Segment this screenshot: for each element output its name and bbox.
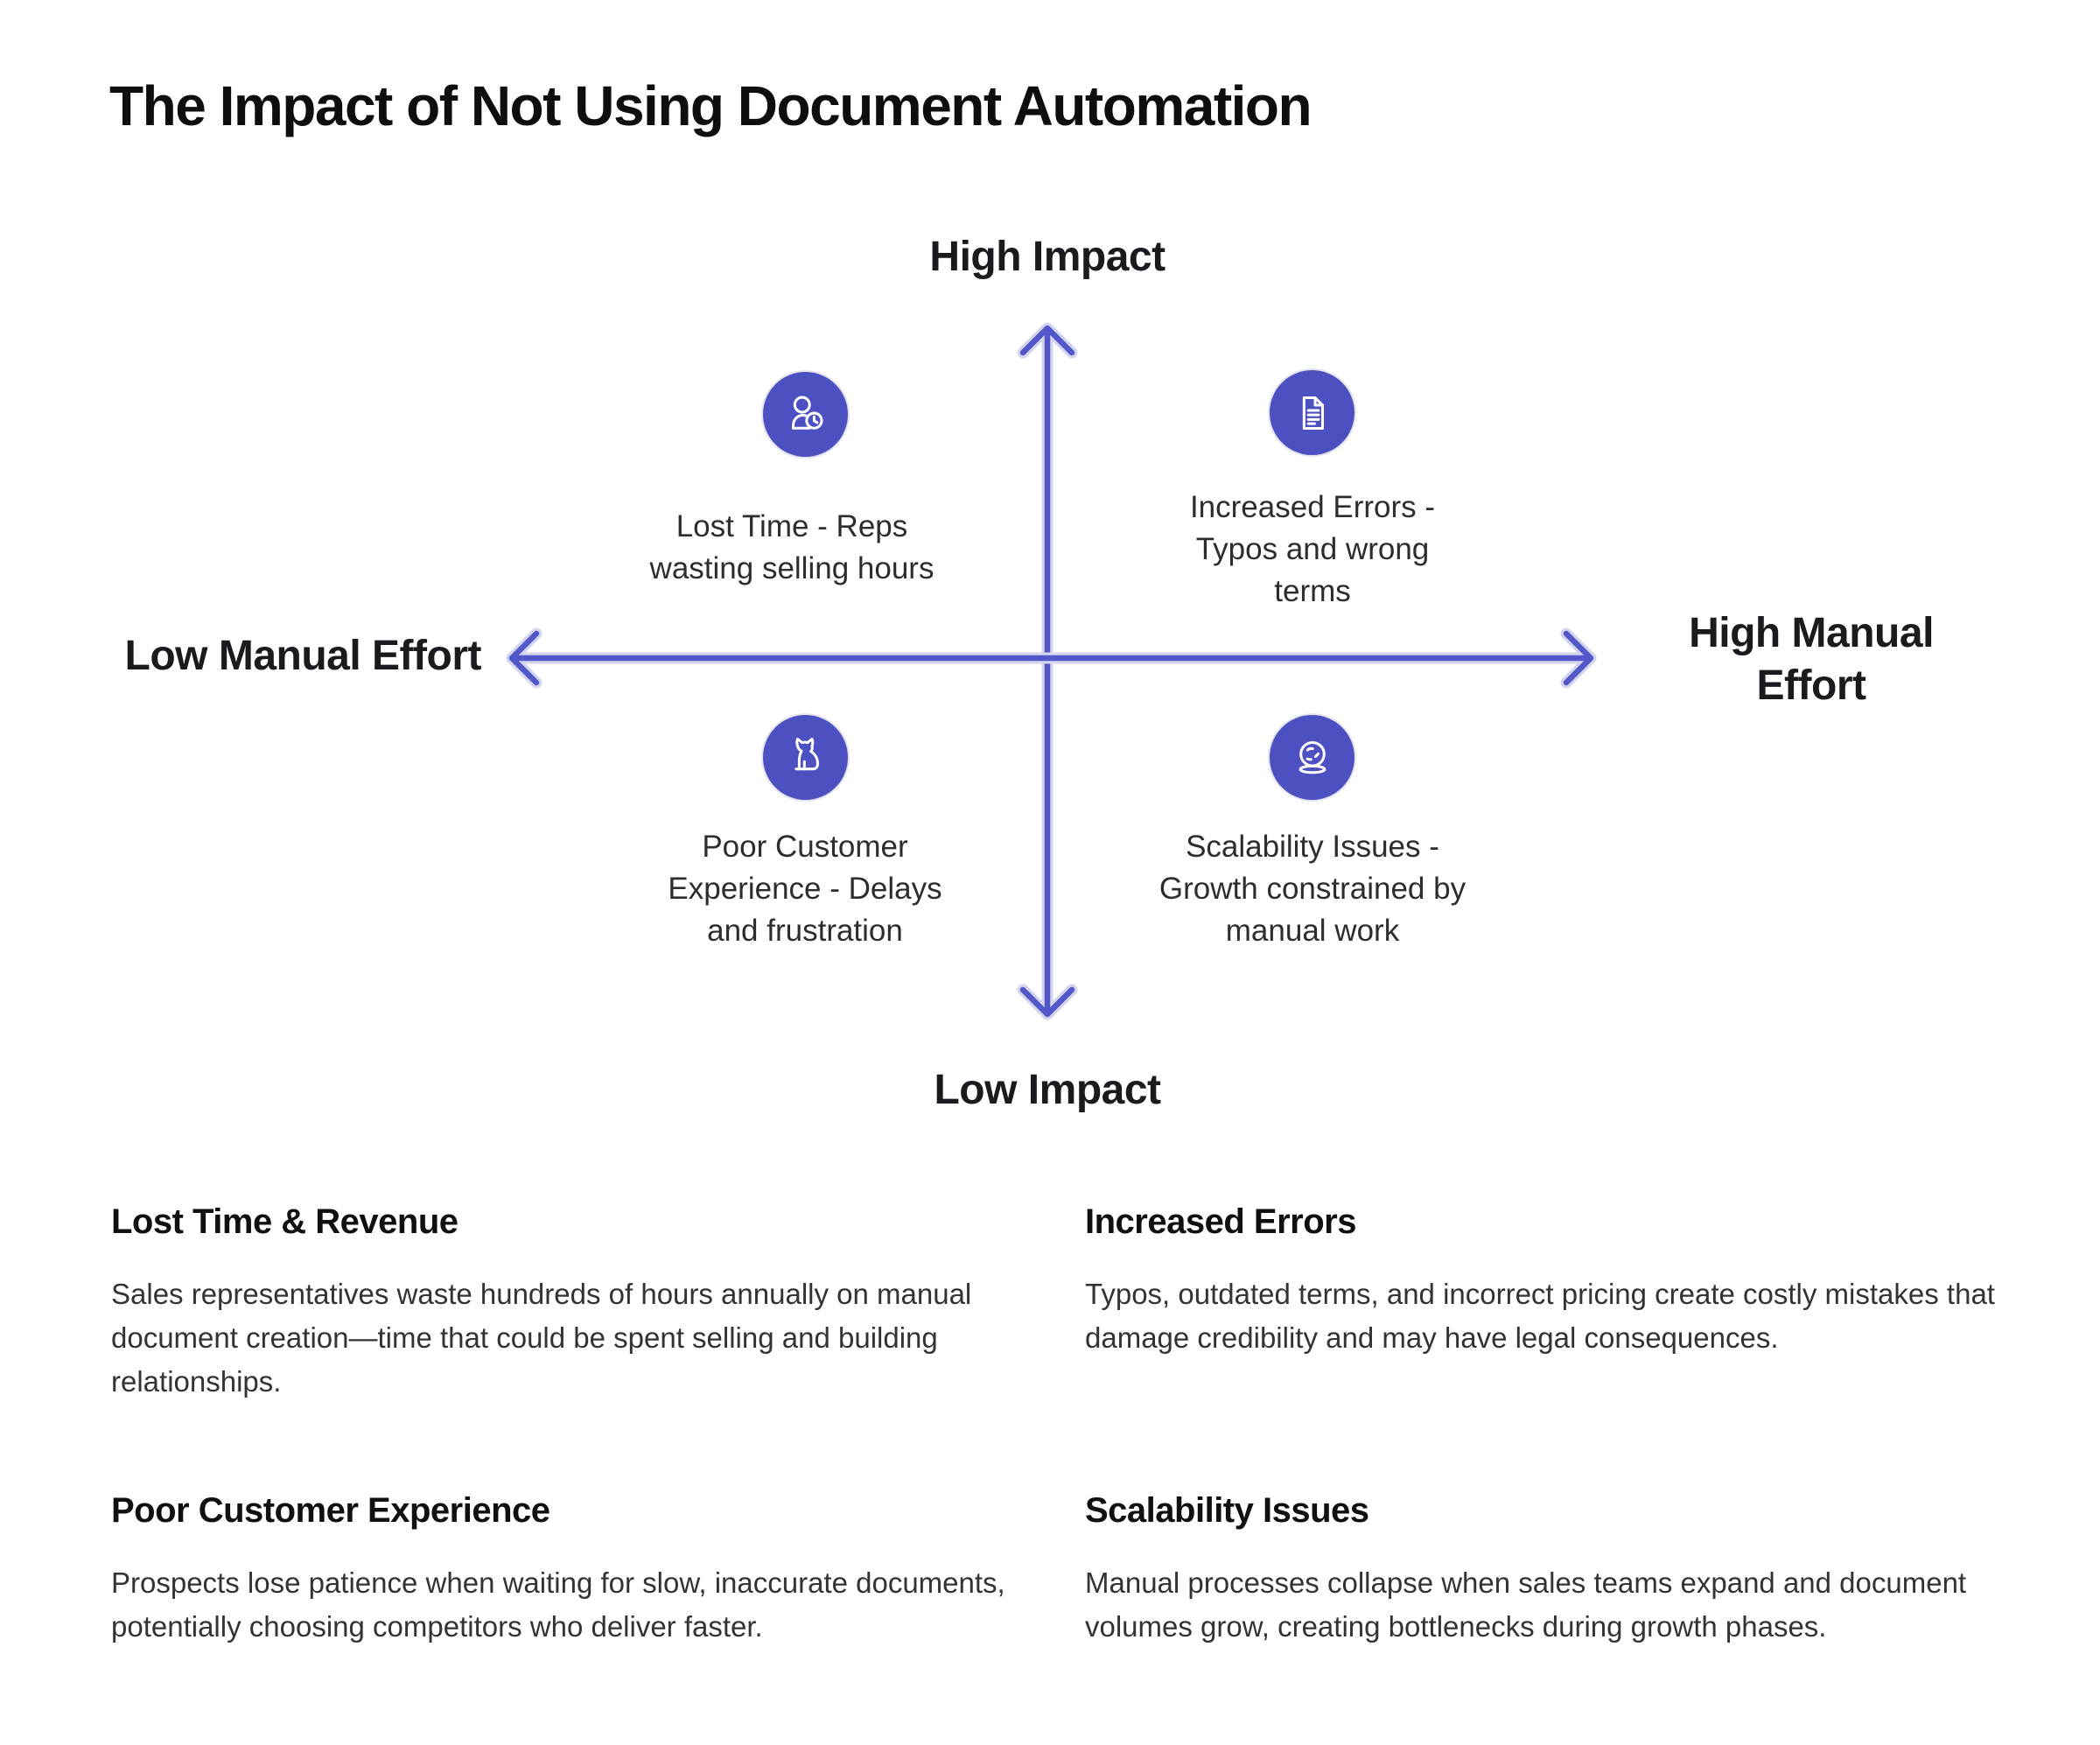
scalability-issues-icon-circle bbox=[1270, 715, 1354, 800]
person-clock-icon bbox=[791, 396, 823, 430]
quadrant-label-lost-time: Lost Time - Reps wasting selling hours bbox=[649, 509, 934, 585]
quadrant-label-scalability-issues: Scalability Issues - Growth constrained … bbox=[1158, 830, 1466, 948]
lost-time-icon-circle bbox=[763, 372, 848, 457]
poor-customer-experience-icon-circle bbox=[763, 715, 848, 800]
vertical-axis-line bbox=[1017, 322, 1078, 1020]
section-lost-time-revenue: Lost Time & Revenue Sales representative… bbox=[111, 1201, 1069, 1404]
increased-errors-icon-circle bbox=[1270, 370, 1354, 455]
section-heading: Increased Errors bbox=[1085, 1202, 1356, 1241]
section-heading: Poor Customer Experience bbox=[111, 1491, 550, 1530]
quadrant-label-increased-errors: Increased Errors - Typos and wrong terms bbox=[1189, 490, 1436, 608]
document-icon bbox=[1302, 396, 1324, 430]
axis-label-high-manual-effort: High Manual Effort bbox=[1689, 610, 1934, 709]
section-body: Sales representatives waste hundreds of … bbox=[111, 1278, 972, 1398]
section-body: Prospects lose patience when waiting for… bbox=[111, 1566, 1005, 1643]
page-title: The Impact of Not Using Document Automat… bbox=[109, 74, 1312, 137]
axis-label-high-impact: High Impact bbox=[929, 234, 1166, 280]
axis-label-low-impact: Low Impact bbox=[934, 1067, 1161, 1113]
crystal-ball-icon bbox=[1298, 740, 1326, 774]
section-increased-errors: Increased Errors Typos, outdated terms, … bbox=[1085, 1201, 2069, 1360]
section-body: Typos, outdated terms, and incorrect pri… bbox=[1085, 1278, 1995, 1354]
section-poor-customer-experience: Poor Customer Experience Prospects lose … bbox=[111, 1489, 1069, 1649]
axis-label-low-manual-effort: Low Manual Effort bbox=[124, 633, 482, 679]
section-scalability-issues: Scalability Issues Manual processes coll… bbox=[1085, 1489, 2069, 1649]
quadrant-label-poor-customer-experience: Poor Customer Experience - Delays and fr… bbox=[668, 830, 942, 948]
section-heading: Lost Time & Revenue bbox=[111, 1202, 458, 1241]
cat-icon bbox=[794, 737, 819, 770]
section-heading: Scalability Issues bbox=[1085, 1491, 1369, 1530]
section-body: Manual processes collapse when sales tea… bbox=[1085, 1566, 1967, 1643]
horizontal-axis-line bbox=[506, 627, 1597, 689]
